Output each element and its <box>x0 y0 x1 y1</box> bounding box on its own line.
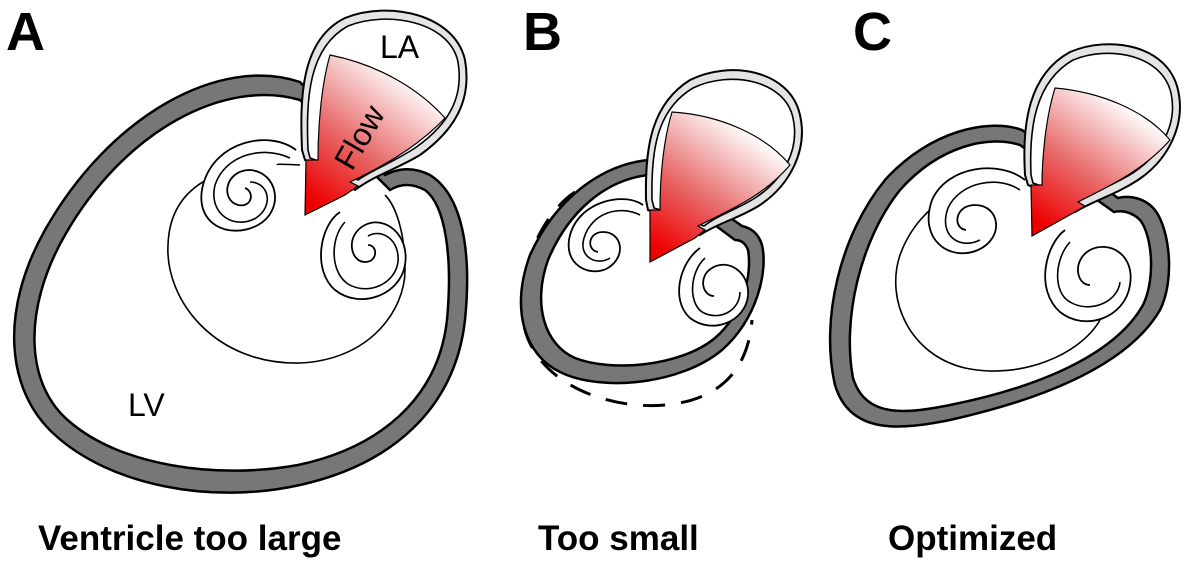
caption-c: Optimized <box>888 519 1057 558</box>
left-atrium-label: LA <box>380 29 420 65</box>
panel-letter-c: C <box>853 2 892 62</box>
caption-b: Too small <box>538 519 699 558</box>
vortex-spiral-right <box>1044 229 1132 322</box>
vortex-spiral-left <box>200 139 297 232</box>
lv-wall <box>828 124 1171 428</box>
mitral-flow-arrow <box>1030 87 1171 238</box>
left-ventricle-label: LV <box>128 387 165 423</box>
vortex-spiral-left <box>927 167 1026 255</box>
vortex-spiral-left <box>567 198 644 273</box>
panel-a: A LA Flow LV Ventricle too large <box>6 2 469 558</box>
mitral-flow-arrow <box>304 54 446 216</box>
vortex-spiral-right <box>320 211 407 300</box>
panel-c: C Optimized <box>828 2 1181 558</box>
lv-wall <box>12 74 469 494</box>
panel-letter-a: A <box>6 2 45 62</box>
panel-letter-b: B <box>523 2 562 62</box>
mitral-flow-arrow <box>649 111 791 263</box>
vortex-spiral-right <box>678 247 749 327</box>
panel-b: B Too small <box>519 2 803 558</box>
caption-a: Ventricle too large <box>38 519 341 558</box>
